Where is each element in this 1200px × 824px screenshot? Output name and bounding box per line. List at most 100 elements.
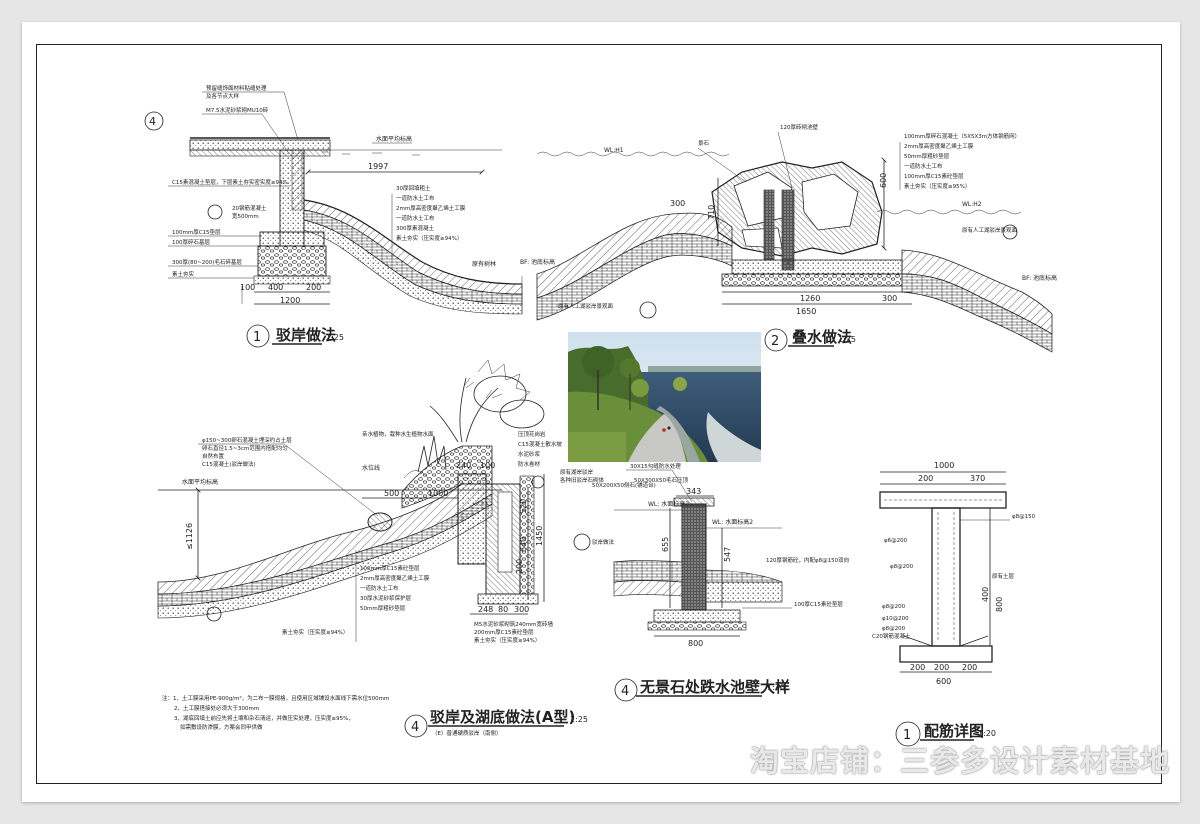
svg-text:驳岸及湖底做法(A型): 驳岸及湖底做法(A型) — [430, 708, 575, 726]
revetment-title: 1 驳岸做法 1:25 — [246, 324, 344, 348]
svg-text:200: 200 — [910, 663, 925, 672]
svg-text:WL: 水面标高2: WL: 水面标高2 — [712, 518, 753, 526]
svg-text:300: 300 — [670, 199, 685, 208]
revetment-section: 4 1997 水面平均标高 — [144, 84, 523, 348]
svg-text:2: 2 — [771, 334, 779, 349]
svg-text:景石: 景石 — [698, 140, 710, 147]
svg-text:1000: 1000 — [934, 461, 954, 470]
general-notes: 注：1、土工膜采用PE-900g/m²，为二布一膜规格，且使用区域铺设水面线下需… — [162, 694, 389, 731]
svg-text:一道防水土工布: 一道防水土工布 — [904, 162, 943, 170]
svg-text:520: 520 — [519, 499, 528, 514]
svg-text:原有人工湖驳岸景观面: 原有人工湖驳岸景观面 — [558, 302, 614, 310]
svg-text:预留缝饰面材料贴缝处理: 预留缝饰面材料贴缝处理 — [206, 84, 267, 92]
rebar-title: 1 配筋详图 1:20 — [895, 721, 996, 747]
svg-text:配筋详图: 配筋详图 — [924, 722, 984, 740]
svg-text:WL: 水面标高2: WL: 水面标高2 — [648, 500, 689, 508]
svg-text:1:20: 1:20 — [978, 729, 996, 738]
svg-text:248: 248 — [478, 605, 493, 614]
svg-text:注：1、土工膜采用PE-900g/m²，为二布一膜规格，且使: 注：1、土工膜采用PE-900g/m²，为二布一膜规格，且使用区域铺设水面线下需… — [162, 694, 389, 702]
pool-wall-title: 4 无景石处跌水池壁大样 1:20 — [614, 678, 790, 702]
svg-text:4: 4 — [621, 684, 629, 699]
svg-text:600: 600 — [936, 677, 951, 686]
svg-text:驳岸做法: 驳岸做法 — [592, 538, 615, 546]
svg-text:压顶花岗岩: 压顶花岗岩 — [518, 430, 546, 438]
svg-text:素土夯实: 素土夯实 — [172, 270, 195, 278]
svg-text:200: 200 — [962, 663, 977, 672]
svg-text:（E）普通硬质驳岸（南侧）: （E）普通硬质驳岸（南侧） — [432, 729, 501, 737]
svg-text:2mm厚高密度聚乙烯土工膜: 2mm厚高密度聚乙烯土工膜 — [360, 574, 430, 582]
svg-text:300厚素混凝土: 300厚素混凝土 — [396, 224, 434, 232]
svg-text:240: 240 — [456, 461, 471, 470]
svg-text:φ8@200: φ8@200 — [890, 564, 914, 570]
svg-text:φ150~300卵石混凝土埋深约占土层: φ150~300卵石混凝土埋深约占土层 — [202, 436, 292, 444]
svg-text:400: 400 — [268, 283, 283, 292]
svg-text:各种旧驳岸石砌体: 各种旧驳岸石砌体 — [560, 476, 605, 484]
svg-text:50mm厚粗砂垫层: 50mm厚粗砂垫层 — [904, 152, 950, 160]
svg-text:原有土层: 原有土层 — [992, 572, 1015, 580]
svg-text:M5水泥砂浆砌筑240mm宽砖墙: M5水泥砂浆砌筑240mm宽砖墙 — [474, 620, 553, 628]
svg-text:φ8@200: φ8@200 — [882, 626, 906, 632]
svg-text:200mm厚C15素砼垫层: 200mm厚C15素砼垫层 — [474, 628, 534, 636]
svg-text:1: 1 — [903, 728, 911, 743]
svg-text:4: 4 — [149, 115, 156, 128]
svg-text:200: 200 — [934, 663, 949, 672]
svg-text:100mm厚C15素砼垫层: 100mm厚C15素砼垫层 — [360, 564, 420, 572]
svg-text:1:20: 1:20 — [767, 683, 785, 692]
pool-wall-leaders: 30X15勾缝防水处理 50X300X50毛石压顶 120厚钢筋砼，内配φ8@1… — [592, 462, 849, 609]
svg-text:547: 547 — [723, 547, 732, 562]
svg-text:100厚C15素砼垫层: 100厚C15素砼垫层 — [794, 600, 843, 608]
svg-text:卵石直径1.5~3cm范围内搭配均匀: 卵石直径1.5~3cm范围内搭配均匀 — [202, 444, 288, 452]
svg-text:驳岸做法: 驳岸做法 — [276, 326, 336, 344]
svg-text:如需敷设防渗膜，方案会同甲供做: 如需敷设防渗膜，方案会同甲供做 — [180, 723, 263, 731]
pool-wall-detail: WL: 水面标高2 WL: 水面标高2 343 655 547 800 — [573, 462, 849, 702]
svg-text:200: 200 — [515, 559, 524, 574]
cascade-section: WL:H1 WL:H2 600 710 — [520, 123, 1057, 353]
svg-text:100: 100 — [480, 461, 495, 470]
svg-text:WL:H1: WL:H1 — [604, 147, 624, 154]
type-a-title: 4 驳岸及湖底做法(A型) （E）普通硬质驳岸（南侧） 1:25 — [404, 708, 588, 738]
svg-text:500: 500 — [384, 489, 399, 498]
svg-text:1:25: 1:25 — [838, 335, 856, 344]
svg-text:φ8@150: φ8@150 — [1012, 514, 1036, 520]
svg-text:1: 1 — [253, 330, 261, 345]
svg-text:叠水做法: 叠水做法 — [792, 328, 852, 346]
svg-text:1450: 1450 — [535, 526, 544, 546]
svg-text:710: 710 — [707, 205, 716, 220]
svg-text:水位线: 水位线 — [362, 464, 380, 472]
svg-text:一道防水土工布: 一道防水土工布 — [360, 584, 399, 592]
dim-1650: 1650 — [796, 307, 816, 316]
svg-text:原有人工湖驳岸景观面: 原有人工湖驳岸景观面 — [962, 226, 1018, 234]
svg-text:200: 200 — [918, 474, 933, 483]
svg-text:100mm厚C15素砼垫层: 100mm厚C15素砼垫层 — [904, 172, 964, 180]
rebar-leaders: φ8@150 φ6@200 φ8@200 φ8@200 φ10@200 C20钢… — [872, 514, 1036, 640]
svg-text:100: 100 — [240, 283, 255, 292]
cascade-leaders: 100mm厚碎石混凝土（5X5X3m方体钢筋网） 2mm厚高密度聚乙烯土工膜 5… — [558, 123, 1020, 310]
svg-text:C15素混凝土垫层，下层素土夯实密实度≥94%: C15素混凝土垫层，下层素土夯实密实度≥94% — [172, 178, 288, 186]
svg-text:φ8@200: φ8@200 — [882, 604, 906, 610]
svg-text:1260: 1260 — [800, 294, 820, 303]
svg-text:100厚碎石基层: 100厚碎石基层 — [172, 238, 210, 246]
dim-800: 800 — [688, 639, 703, 648]
svg-text:200: 200 — [306, 283, 321, 292]
type-a-section: 水面平均标高 水位线 ≤1126 500 1000 240 100 — [157, 359, 605, 738]
svg-text:BF: 池底标高: BF: 池底标高 — [1022, 274, 1057, 282]
svg-text:素土夯实（压实度≥94%）: 素土夯实（压实度≥94%） — [282, 628, 348, 636]
shop-watermark: 淘宝店铺：三参多设计素材基地 — [750, 744, 1171, 778]
svg-text:及各节点大样: 及各节点大样 — [206, 92, 240, 100]
svg-text:100mm厚C15垫层: 100mm厚C15垫层 — [172, 228, 221, 236]
revetment-leaders-right: 30厚回填粗土 一道防水土工布 2mm厚高密度聚乙烯土工膜 一道防水土工布 30… — [396, 184, 466, 242]
svg-text:2mm厚高密度聚乙烯土工膜: 2mm厚高密度聚乙烯土工膜 — [904, 142, 974, 150]
svg-text:水泥砂浆: 水泥砂浆 — [518, 450, 541, 458]
svg-text:无景石处跌水池壁大样: 无景石处跌水池壁大样 — [639, 678, 790, 696]
svg-text:φ10@200: φ10@200 — [882, 616, 909, 622]
svg-text:WL:H2: WL:H2 — [962, 201, 982, 208]
svg-text:C15混凝土(驳岸做法): C15混凝土(驳岸做法) — [202, 460, 256, 468]
svg-text:防水卷材: 防水卷材 — [518, 460, 541, 468]
svg-text:30X15勾缝防水处理: 30X15勾缝防水处理 — [630, 462, 681, 470]
svg-text:655: 655 — [661, 537, 670, 552]
reference-photo — [568, 332, 761, 462]
svg-text:50X300X50毛石压顶: 50X300X50毛石压顶 — [634, 476, 689, 484]
lake-level-label: 水面平均标高 — [376, 135, 412, 143]
svg-text:100mm厚碎石混凝土（5X5X3m方体钢筋网）: 100mm厚碎石混凝土（5X5X3m方体钢筋网） — [904, 132, 1020, 140]
svg-text:BF: 池底标高: BF: 池底标高 — [520, 258, 555, 266]
